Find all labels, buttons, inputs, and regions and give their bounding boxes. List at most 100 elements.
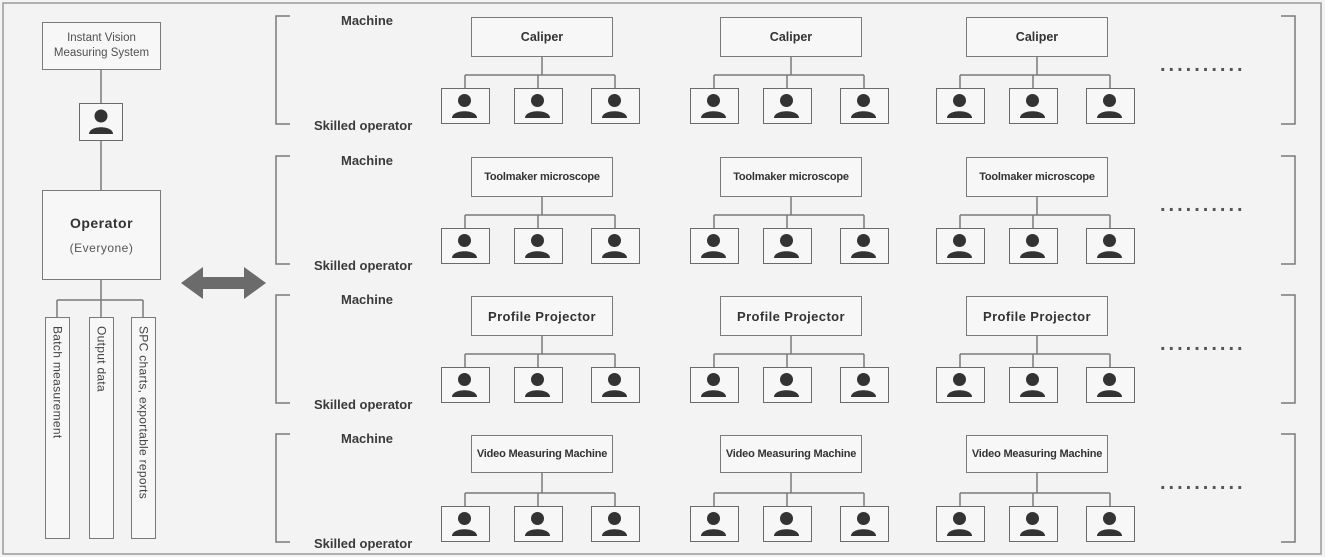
- person-icon: [947, 233, 972, 258]
- machine-box: Profile Projector: [966, 296, 1108, 336]
- skilled-operator-icon: [935, 228, 985, 264]
- left-bracket: [275, 294, 290, 404]
- output-label: SPC charts, exportable reports: [136, 326, 151, 500]
- skilled-operator-icon: [440, 367, 490, 403]
- skilled-operator-icon: [513, 228, 563, 264]
- more-ellipsis: ..........: [1160, 472, 1246, 494]
- person-icon: [774, 93, 799, 118]
- machine-box: Caliper: [471, 17, 613, 57]
- person-icon: [701, 372, 726, 397]
- skilled-operator-icon: [1008, 506, 1058, 542]
- left-connectors: [56, 70, 144, 317]
- machine-label: Machine: [341, 431, 394, 446]
- person-icon: [851, 233, 876, 258]
- skilled-operator-label: Skilled operator: [314, 536, 413, 551]
- person-icon: [774, 511, 799, 536]
- output-spc-reports: SPC charts, exportable reports: [131, 317, 156, 539]
- operator-title: Operator: [69, 215, 134, 231]
- machine-box: Profile Projector: [720, 296, 862, 336]
- person-icon: [88, 109, 113, 134]
- person-icon: [851, 511, 876, 536]
- person-icon: [602, 372, 627, 397]
- skilled-operator-icon: [1085, 367, 1135, 403]
- person-icon: [602, 93, 627, 118]
- person-icon: [525, 93, 550, 118]
- machine-box: Toolmaker microscope: [471, 157, 613, 197]
- skilled-operator-label: Skilled operator: [314, 258, 413, 273]
- person-icon: [851, 372, 876, 397]
- person-icon: [774, 233, 799, 258]
- skilled-operator-icon: [1008, 367, 1058, 403]
- person-icon: [1020, 233, 1045, 258]
- person-icon: [851, 93, 876, 118]
- right-bracket: [1281, 155, 1296, 265]
- double-arrow-icon: [181, 267, 266, 299]
- machine-box: Caliper: [966, 17, 1108, 57]
- skilled-operator-icon: [1085, 506, 1135, 542]
- left-bracket: [275, 155, 290, 265]
- skilled-operator-icon: [513, 367, 563, 403]
- machine-box: Video Measuring Machine: [966, 435, 1108, 473]
- person-icon: [774, 372, 799, 397]
- skilled-operator-icon: [440, 88, 490, 124]
- skilled-operator-icon: [440, 228, 490, 264]
- person-icon: [602, 511, 627, 536]
- machine-label: Machine: [341, 153, 394, 168]
- right-bracket: [1281, 433, 1296, 543]
- system-box: Instant Vision Measuring System: [42, 22, 161, 70]
- person-icon: [1020, 511, 1045, 536]
- skilled-operator-icon: [1085, 228, 1135, 264]
- skilled-operator-icon: [935, 367, 985, 403]
- skilled-operator-icon: [762, 228, 812, 264]
- skilled-operator-icon: [689, 228, 739, 264]
- person-icon: [452, 93, 477, 118]
- person-icon: [602, 233, 627, 258]
- skilled-operator-icon: [590, 367, 640, 403]
- person-icon: [1020, 93, 1045, 118]
- skilled-operator-icon: [513, 506, 563, 542]
- machine-box: Profile Projector: [471, 296, 613, 336]
- person-icon: [452, 511, 477, 536]
- more-ellipsis: ..........: [1160, 194, 1246, 216]
- machine-label: Machine: [341, 13, 394, 28]
- right-bracket: [1281, 15, 1296, 125]
- output-label: Output data: [94, 326, 109, 393]
- skilled-operator-icon: [762, 88, 812, 124]
- machine-box: Video Measuring Machine: [471, 435, 613, 473]
- output-data: Output data: [89, 317, 114, 539]
- person-icon: [525, 372, 550, 397]
- skilled-operator-icon: [590, 88, 640, 124]
- skilled-operator-icon: [1085, 88, 1135, 124]
- person-icon: [1020, 372, 1045, 397]
- left-bracket: [275, 15, 290, 125]
- person-icon: [701, 93, 726, 118]
- person-icon: [1097, 93, 1122, 118]
- skilled-operator-icon: [1008, 88, 1058, 124]
- skilled-operator-icon: [762, 506, 812, 542]
- machine-box: Caliper: [720, 17, 862, 57]
- person-icon: [1097, 233, 1122, 258]
- person-icon: [452, 372, 477, 397]
- person-icon: [701, 511, 726, 536]
- right-bracket: [1281, 294, 1296, 404]
- more-ellipsis: ..........: [1160, 333, 1246, 355]
- output-label: Batch measurement: [50, 326, 65, 439]
- skilled-operator-icon: [935, 88, 985, 124]
- more-ellipsis: ..........: [1160, 54, 1246, 76]
- person-icon: [525, 511, 550, 536]
- system-title: Instant Vision Measuring System: [53, 32, 150, 59]
- skilled-operator-icon: [590, 228, 640, 264]
- skilled-operator-icon: [1008, 228, 1058, 264]
- machine-box: Toolmaker microscope: [720, 157, 862, 197]
- operator-subtitle: (Everyone): [69, 241, 134, 255]
- skilled-operator-icon: [935, 506, 985, 542]
- skilled-operator-icon: [762, 367, 812, 403]
- operator-box: Operator (Everyone): [42, 190, 161, 280]
- person-icon: [947, 511, 972, 536]
- person-icon: [452, 233, 477, 258]
- system-operator-icon: [79, 103, 123, 141]
- skilled-operator-icon: [513, 88, 563, 124]
- skilled-operator-icon: [689, 88, 739, 124]
